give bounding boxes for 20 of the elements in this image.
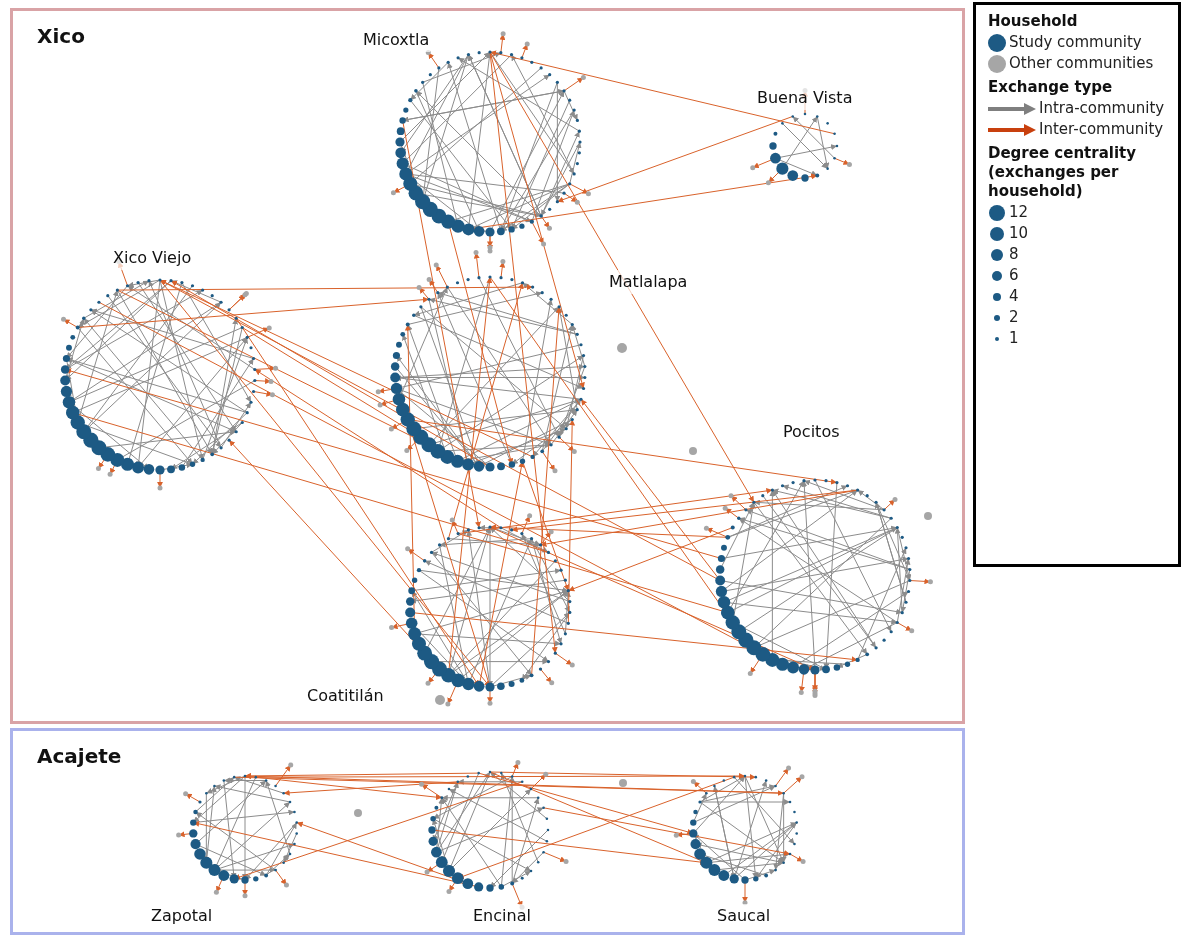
legend-text: Intra-community [1039, 99, 1165, 118]
community-label: Matlalapa [608, 270, 689, 294]
legend-text: 6 [1009, 266, 1019, 285]
legend-text: 12 [1009, 203, 1029, 222]
panel-title: Acajete [37, 743, 122, 770]
community-label: Buena Vista [756, 86, 854, 110]
legend-text: 8 [1009, 245, 1019, 264]
legend-heading: Household [988, 12, 1079, 31]
legend-heading: Exchange type [988, 78, 1114, 97]
legend-text: 1 [1009, 329, 1019, 348]
legend-text: Inter-community [1039, 120, 1164, 139]
panel [10, 8, 965, 724]
legend-heading: Degree centrality (exchanges per household) [988, 144, 1137, 201]
legend-text: Study community [1009, 33, 1142, 52]
panel-title: Xico [37, 23, 85, 50]
panel [10, 728, 965, 935]
legend-text: 4 [1009, 287, 1019, 306]
legend-text: 2 [1009, 308, 1019, 327]
legend-text: 10 [1009, 224, 1029, 243]
legend-text: Other communities [1009, 54, 1154, 73]
